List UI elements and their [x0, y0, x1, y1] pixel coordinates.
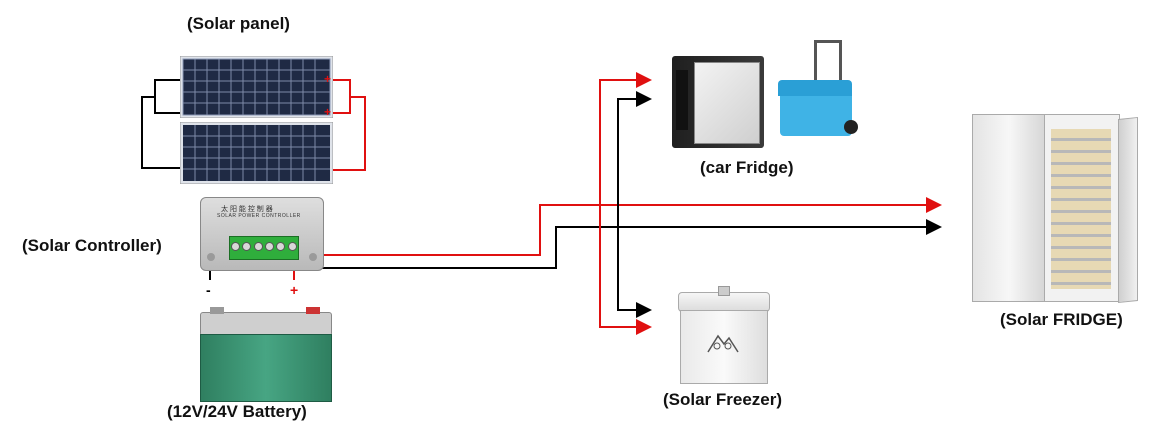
controller-title-cn: 太 阳 能 控 制 器	[221, 206, 273, 213]
panel-bottom-positive: +	[324, 105, 332, 119]
car-fridge	[672, 56, 764, 148]
controller-title-en: SOLAR POWER CONTROLLER	[217, 213, 301, 219]
solar-freezer-label: (Solar Freezer)	[663, 390, 783, 409]
battery-negative-sign: -	[206, 282, 211, 298]
battery-positive-sign: +	[290, 282, 299, 298]
solar-panel-top	[180, 56, 333, 118]
portable-cooler	[778, 40, 860, 140]
controller-terminal-block	[229, 236, 299, 260]
battery	[200, 307, 332, 402]
car-fridge-label: (car Fridge)	[700, 158, 794, 177]
load-wiring	[295, 72, 942, 335]
solar-panel-label: (Solar panel)	[187, 14, 290, 33]
solar-fridge	[972, 114, 1140, 304]
solar-fridge-label: (Solar FRIDGE)	[1000, 310, 1123, 329]
battery-label: (12V/24V Battery)	[167, 402, 307, 421]
panel-top-positive: +	[324, 72, 332, 86]
solar-freezer	[678, 286, 770, 386]
panel-bottom-negative: -	[168, 105, 172, 119]
panel-top-negative: -	[168, 72, 172, 86]
solar-controller-label: (Solar Controller)	[22, 236, 162, 255]
solar-controller: 太 阳 能 控 制 器 SOLAR POWER CONTROLLER	[200, 197, 324, 271]
solar-panel-bottom	[180, 122, 333, 184]
